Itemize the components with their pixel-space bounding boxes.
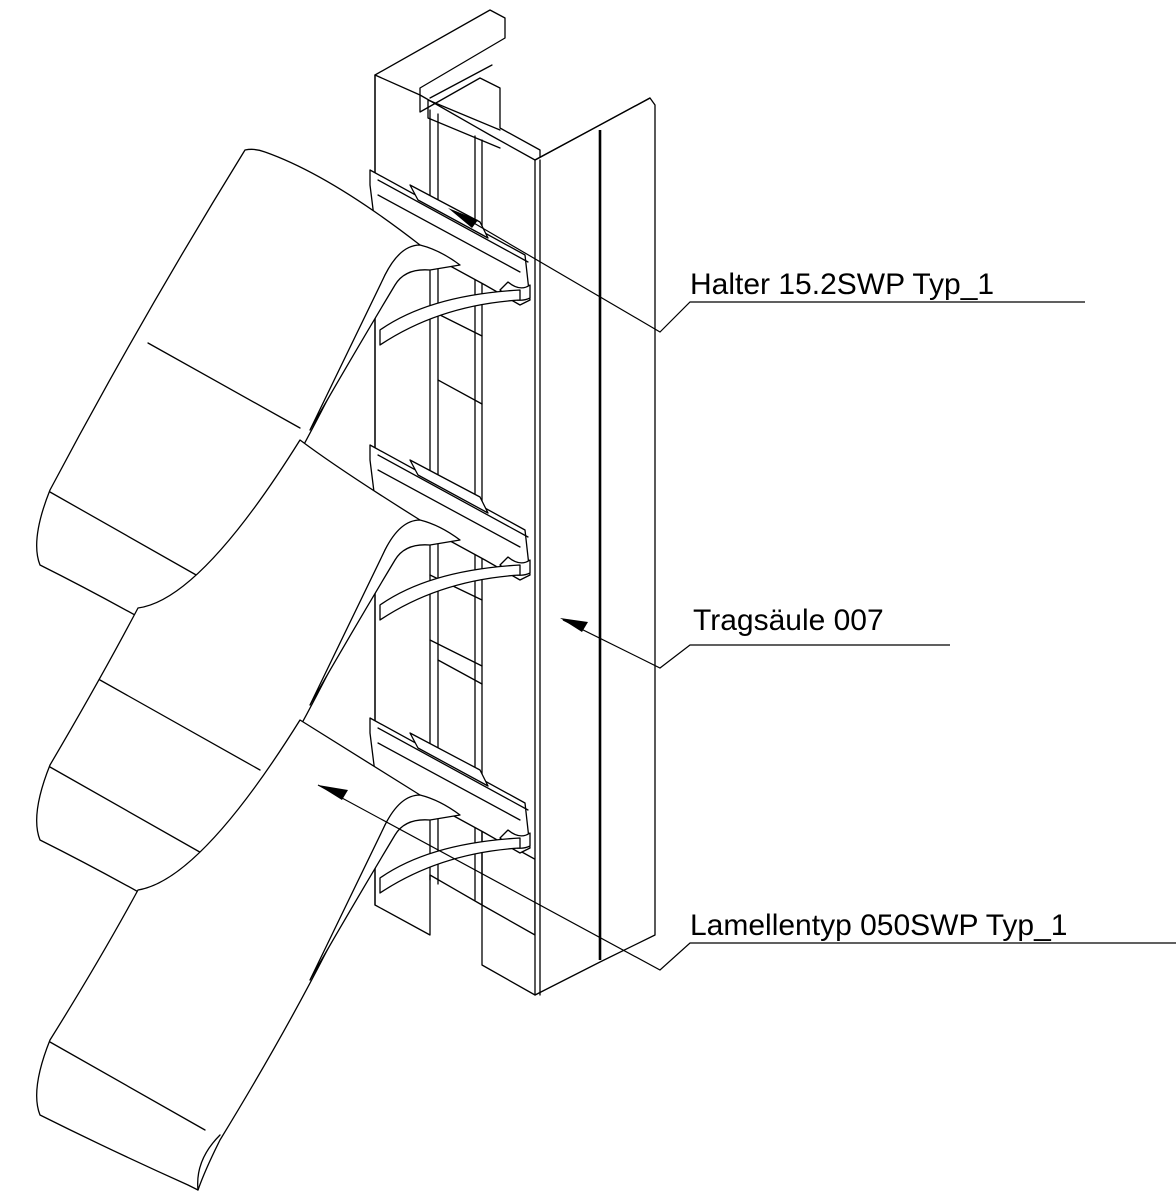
lamella-bottom <box>36 719 461 1191</box>
label-tragsaeule: Tragsäule 007 <box>693 604 884 637</box>
label-lamelle: Lamellentyp 050SWP Typ_1 <box>690 909 1067 942</box>
label-halter: Halter 15.2SWP Typ_1 <box>690 268 994 301</box>
callout-halter: Halter 15.2SWP Typ_1 <box>448 208 1085 333</box>
callout-lamelle: Lamellentyp 050SWP Typ_1 <box>317 784 1176 971</box>
holder-middle <box>369 444 531 621</box>
holder-bottom <box>369 717 531 894</box>
lamella-top <box>36 148 461 651</box>
holder-top <box>369 169 531 346</box>
callout-tragsaeule: Tragsäule 007 <box>560 604 950 669</box>
